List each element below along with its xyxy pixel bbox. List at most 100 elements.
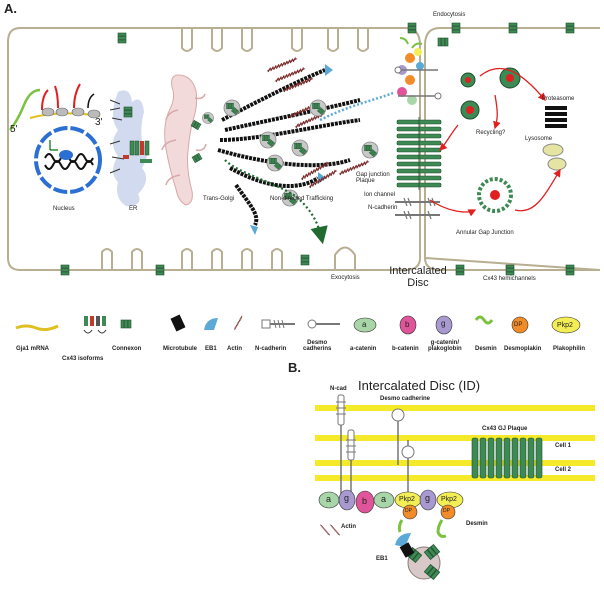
label-three-prime: 3'	[95, 117, 103, 128]
legend-glyph-b: b	[405, 320, 410, 329]
legend-label-connexon: Connexon	[112, 346, 142, 352]
trans-golgi	[161, 74, 214, 206]
desmosome-complex	[394, 37, 442, 105]
label-b-cell2: Cell 2	[555, 467, 572, 473]
legend-desmin-icon	[474, 315, 494, 325]
chain-g2-shape	[419, 489, 437, 511]
label-b-desmin: Desmin	[466, 521, 488, 527]
legend-a-catenin-icon	[353, 317, 377, 333]
chain-pkp2b-label: Pkp2	[441, 496, 457, 503]
panel-b-eb1-vesicle	[395, 533, 441, 580]
panel-a-letter: A.	[4, 1, 17, 16]
directed-trafficking-line	[319, 91, 394, 122]
legend-label-desmin: Desmin	[475, 346, 497, 352]
chain-a2-shape	[373, 491, 395, 509]
endocytosed-annular-junctions	[460, 67, 521, 213]
label-b-desmo-cadherine: Desmo cadherine	[380, 396, 431, 402]
label-b-eb1: EB1	[376, 556, 388, 562]
legend-label-gja1-mrna: Gja1 mRNA	[16, 346, 50, 352]
label-proteasome: Proteasome	[542, 96, 575, 102]
legend-glyph-g: g	[441, 319, 446, 328]
legend-label-desmoplakin: Desmoplakin	[504, 346, 542, 352]
red-pathway-arrows	[429, 67, 561, 217]
label-recycling: Recycling?	[476, 130, 506, 136]
panel-b-ncad	[336, 394, 356, 495]
chain-dp1-shape	[402, 504, 418, 520]
lysosome	[542, 143, 567, 171]
label-ion-channel: Ion channel	[364, 192, 396, 198]
chain-dp1-label: DP	[405, 508, 412, 514]
label-b-cx43-plaque: Cx43 GJ Plaque	[482, 426, 528, 432]
legend-b-catenin-icon	[399, 315, 417, 335]
label-cx43-hemichannels: Cx43 hemichannels	[483, 276, 536, 282]
legend-label-n-cadherin: N-cadherin	[255, 346, 287, 352]
transport-vesicles	[224, 100, 378, 206]
label-b-actin: Actin	[341, 524, 356, 530]
legend-label-a-catenin: a-catenin	[350, 346, 377, 352]
legend-mrna-icon	[15, 324, 59, 332]
panel-b-desmo-cadherin	[391, 408, 415, 495]
panel-b-title: Intercalated Disc (ID)	[358, 378, 481, 393]
legend-label-eb1: EB1	[205, 346, 217, 352]
chain-dp2-label: DP	[443, 508, 450, 514]
chain-a1-label: a	[326, 494, 332, 504]
label-er: ER	[129, 206, 138, 212]
mrna-ribosomes	[9, 83, 101, 131]
label-endocytosis: Endocytosis	[433, 12, 466, 18]
nucleus	[34, 126, 102, 194]
panel-b-letter: B.	[288, 360, 301, 375]
chain-g2-label: g	[425, 493, 431, 503]
legend-microtubule-icon	[170, 314, 186, 332]
left-cell-membrane	[7, 27, 421, 271]
legend-actin-icon	[233, 315, 244, 331]
legend-label-desmo-cadherins: Desmo cadherins	[303, 340, 332, 353]
legend-label-g-catenin: g-catenin/ plakoglobin	[428, 340, 462, 353]
proteasome	[545, 106, 567, 128]
legend-isoforms-icon	[83, 316, 107, 334]
legend-desmo-cadherin-icon	[307, 319, 340, 329]
legend-label-plakophilin: Plakophilin	[553, 346, 586, 352]
legend-n-cadherin-icon	[261, 319, 295, 329]
actin-bundles	[266, 56, 371, 189]
label-b-n-cad: N-cad	[330, 386, 347, 392]
legend-label-b-catenin: b-catenin	[392, 346, 419, 352]
legend-glyph-pkp2: Pkp2	[557, 322, 573, 329]
legend-glyph-a: a	[362, 320, 367, 329]
label-lysosome: Lysosome	[525, 136, 553, 142]
panel-b-membranes	[315, 405, 595, 481]
chain-g1-label: g	[344, 493, 350, 503]
legend-icons	[15, 314, 581, 335]
label-trans-golgi: Trans-Golgi	[203, 196, 235, 202]
label-b-cell1: Cell 1	[555, 443, 572, 449]
label-gap-junction-plaque: Gap junction Plaque	[356, 172, 390, 184]
chain-pkp2a-label: Pkp2	[399, 496, 415, 503]
panel-b-catenin-chain	[318, 489, 464, 538]
panel-b-gj-plaque	[471, 437, 543, 479]
legend-glyph-dp: DP	[514, 322, 523, 328]
chain-g1-shape	[338, 489, 356, 511]
label-n-cadherin: N-cadherin	[368, 205, 398, 211]
gap-junction-plaque	[396, 117, 442, 190]
label-nucleus: Nucleus	[53, 206, 75, 212]
ion-channel	[412, 178, 426, 184]
legend-desmoplakin-icon	[511, 316, 529, 334]
label-exocytosis: Exocytosis	[331, 275, 360, 281]
legend-eb1-icon	[204, 318, 218, 330]
label-intercalated-disc: Intercalated Disc	[389, 265, 447, 289]
label-annular-gap-junction: Annular Gap Junction	[456, 230, 514, 236]
label-non-directed-trafficking: Non-directed Trafficking	[270, 196, 334, 202]
label-five-prime: 5'	[10, 124, 18, 135]
chain-b-label: b	[362, 496, 368, 506]
eb1-caps	[250, 64, 333, 235]
n-cadherin-junction	[395, 197, 440, 220]
chain-a2-label: a	[381, 494, 387, 504]
legend-label-actin: Actin	[227, 346, 242, 352]
legend-label-microtubule: Microtubule	[163, 346, 197, 352]
legend-connexon-icon	[120, 319, 132, 329]
legend-plakophilin-icon	[551, 316, 581, 334]
er	[109, 90, 152, 206]
legend-g-catenin-icon	[435, 315, 453, 335]
legend-label-cx43-isoforms: Cx43 isoforms	[62, 356, 104, 362]
chain-dp2-shape	[440, 504, 456, 520]
